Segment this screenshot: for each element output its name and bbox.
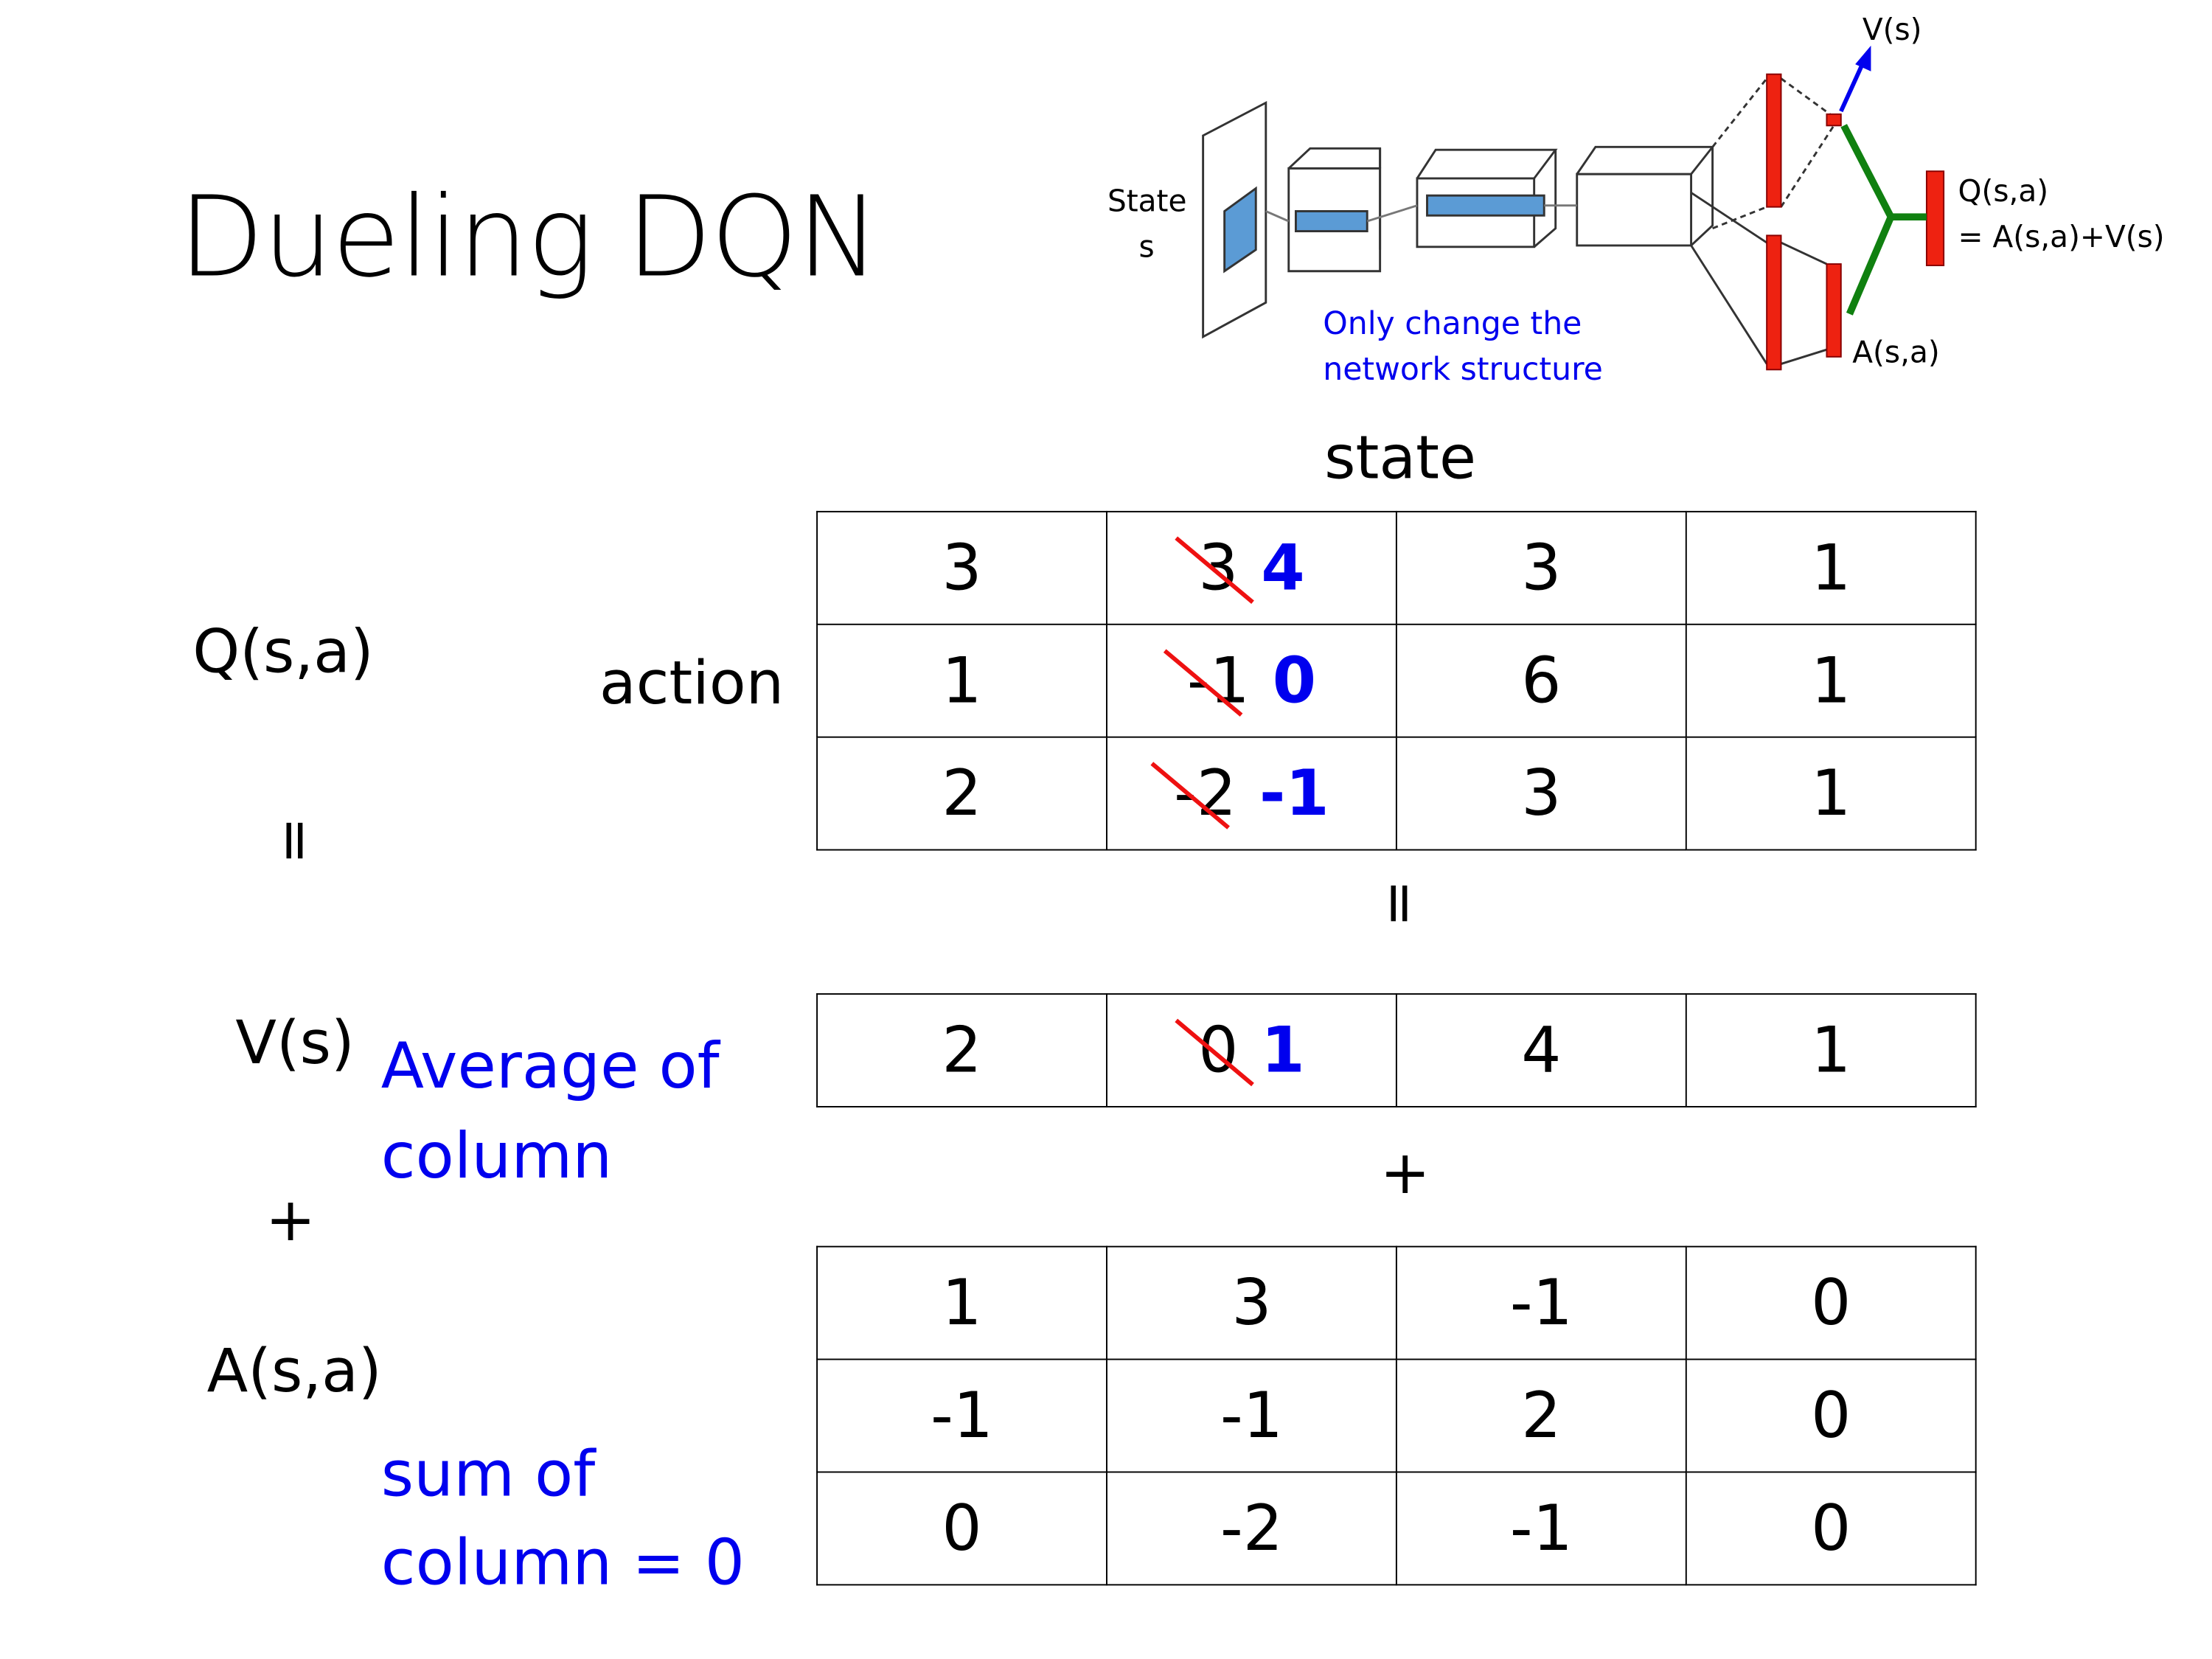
table-cell: 0: [1685, 1245, 1977, 1360]
table-cell: 0: [816, 1471, 1107, 1586]
a-output-label: A(s,a): [1852, 335, 1939, 370]
table-cell: 2: [1395, 1358, 1687, 1473]
struck-old-value: -1: [1186, 644, 1250, 717]
value-arrow: [1839, 45, 1871, 113]
table-cell: 3: [1106, 1245, 1397, 1360]
state-axis-label: state: [1324, 422, 1477, 493]
table-cell: -1: [1395, 1245, 1687, 1360]
average-note-line1: Average of: [380, 1030, 720, 1104]
network-diagram: State s: [1107, 12, 2165, 388]
q-label: Q(s,a): [192, 616, 374, 686]
sum-note-line2: column = 0: [380, 1526, 745, 1600]
table-cell: 1: [816, 623, 1107, 738]
stream-layers: [1766, 73, 1945, 371]
table-cell: 3: [1395, 510, 1687, 625]
diagram-note-line1: Only change the: [1323, 305, 1582, 342]
input-layer: [1202, 77, 1835, 365]
struck-old-value: 0: [1198, 1014, 1239, 1087]
equals-sign-table: =: [1366, 879, 1433, 928]
table-cell: -2 -1: [1106, 736, 1397, 851]
updated-value: 0: [1272, 644, 1317, 717]
q-formula: = A(s,a)+V(s): [1958, 219, 2165, 254]
table-cell: 2: [816, 736, 1107, 851]
updated-value: -1: [1259, 757, 1329, 830]
table-cell: 1: [1685, 736, 1977, 851]
struck-old-value: 3: [1198, 531, 1239, 605]
sum-note-line1: sum of: [380, 1438, 596, 1512]
v-label: V(s): [235, 1007, 355, 1078]
table-cell: 1: [1685, 623, 1977, 738]
table-cell: 3: [816, 510, 1107, 625]
table-cell: 0: [1685, 1471, 1977, 1586]
diagram-note-line2: network structure: [1323, 351, 1603, 388]
diagram-state-var: s: [1139, 229, 1155, 264]
action-axis-label: action: [599, 647, 785, 718]
table-cell: 1: [816, 1245, 1107, 1360]
table-cell: 3: [1395, 736, 1687, 851]
slide-title: Dueling DQN: [178, 174, 880, 303]
table-cell: -2: [1106, 1471, 1397, 1586]
a-label: A(s,a): [206, 1335, 382, 1406]
table-cell: 1: [1685, 510, 1977, 625]
table-cell: 6: [1395, 623, 1687, 738]
struck-old-value: -2: [1174, 757, 1237, 830]
q-output-label: Q(s,a): [1958, 173, 2049, 209]
plus-sign-left: +: [265, 1184, 316, 1255]
updated-value: 1: [1261, 1014, 1305, 1087]
average-note-line2: column: [380, 1120, 613, 1194]
equals-sign-left: =: [262, 816, 328, 865]
combine-lines: [1840, 124, 1927, 316]
table-cell: 2: [816, 993, 1107, 1107]
table-cell: 0: [1685, 1358, 1977, 1473]
table-cell: 1: [1685, 993, 1977, 1107]
v-output-label: V(s): [1863, 12, 1922, 47]
plus-sign-table: +: [1380, 1137, 1430, 1208]
table-cell: -1: [816, 1358, 1107, 1473]
table-cell: -1: [1106, 1358, 1397, 1473]
table-cell: -1: [1395, 1471, 1687, 1586]
table-cell: -1 0: [1106, 623, 1397, 738]
table-cell: 4: [1395, 993, 1687, 1107]
updated-value: 4: [1261, 531, 1305, 605]
diagram-state-label: State: [1107, 183, 1187, 218]
